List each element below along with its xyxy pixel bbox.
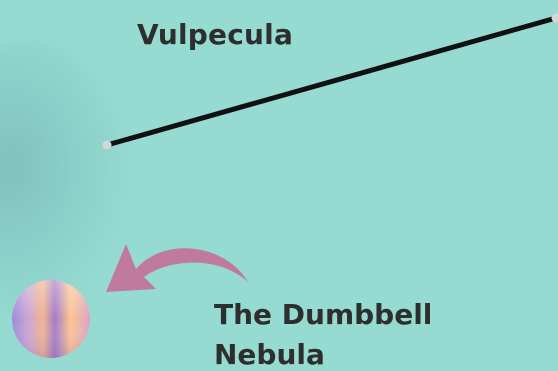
curved-arrow-icon [106, 244, 248, 292]
nebula-orb [12, 280, 90, 358]
constellation-name: Vulpecula [137, 18, 294, 51]
star-point [102, 140, 112, 150]
constellation-line-segment [104, 15, 558, 148]
star-point [551, 13, 558, 23]
arrow-body [106, 244, 248, 292]
object-name: The Dumbbell Nebula [214, 298, 433, 371]
